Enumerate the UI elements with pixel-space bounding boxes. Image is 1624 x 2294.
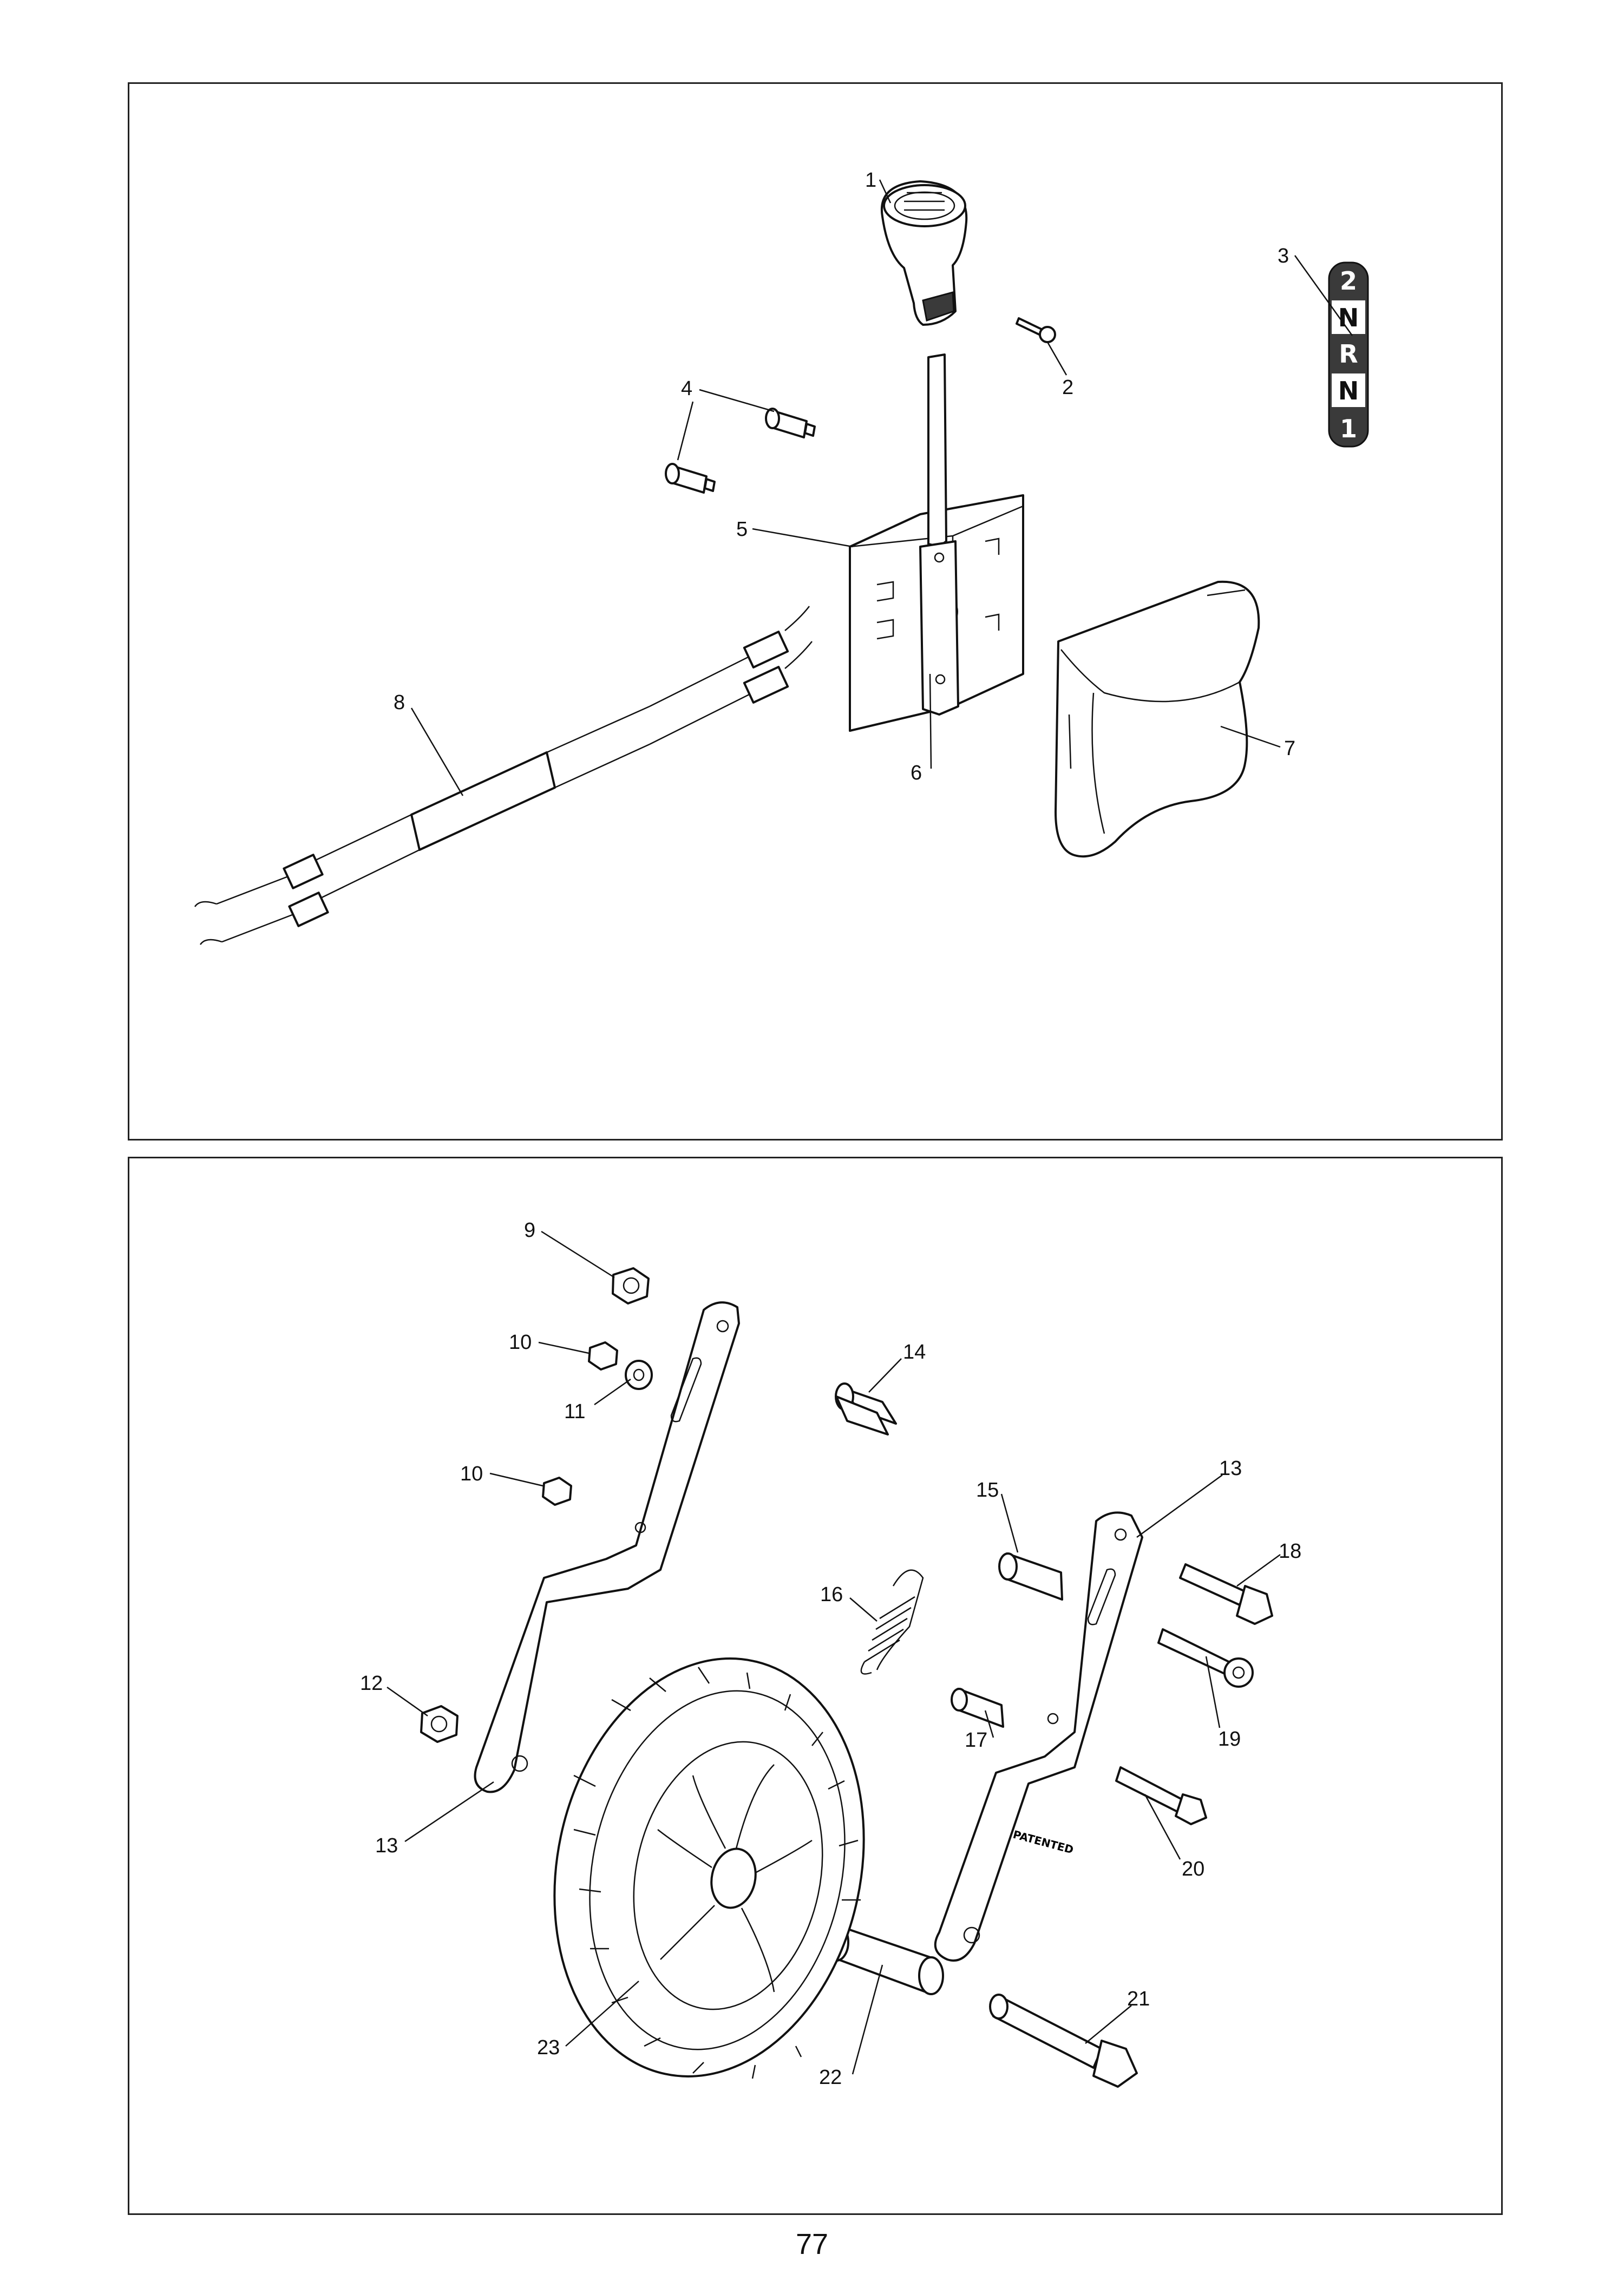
callout-6: 6: [911, 762, 922, 784]
part-control-cables: [194, 606, 813, 945]
callout-8: 8: [394, 691, 405, 714]
bottom-panel: [128, 1157, 1503, 2215]
top-exploded-view: 2 N R N 1: [194, 169, 1369, 945]
gear-label-2: 2: [1340, 266, 1357, 296]
top-panel: [128, 82, 1503, 1141]
gear-label-1: 1: [1340, 414, 1357, 443]
callout-3: 3: [1278, 245, 1289, 267]
part-shift-lever: [919, 353, 959, 716]
callout-1: 1: [865, 169, 876, 192]
part-cover: [1055, 580, 1260, 858]
gear-label-n-lower: N: [1338, 376, 1359, 405]
callout-4: 4: [681, 377, 692, 400]
callout-5: 5: [736, 518, 748, 541]
part-pins: [665, 408, 816, 494]
gear-label-n-upper: N: [1338, 303, 1359, 332]
page-number: 77: [795, 2228, 829, 2260]
part-screw: [1016, 317, 1056, 343]
part-shift-knob: [880, 180, 968, 326]
callout-7: 7: [1284, 737, 1295, 760]
callout-2: 2: [1062, 376, 1073, 399]
top-callouts: 1 2 3 4 5 6 7 8: [394, 169, 1353, 796]
gear-indicator-strip: 2 N R N 1: [1328, 261, 1369, 448]
gear-label-r: R: [1339, 339, 1358, 369]
